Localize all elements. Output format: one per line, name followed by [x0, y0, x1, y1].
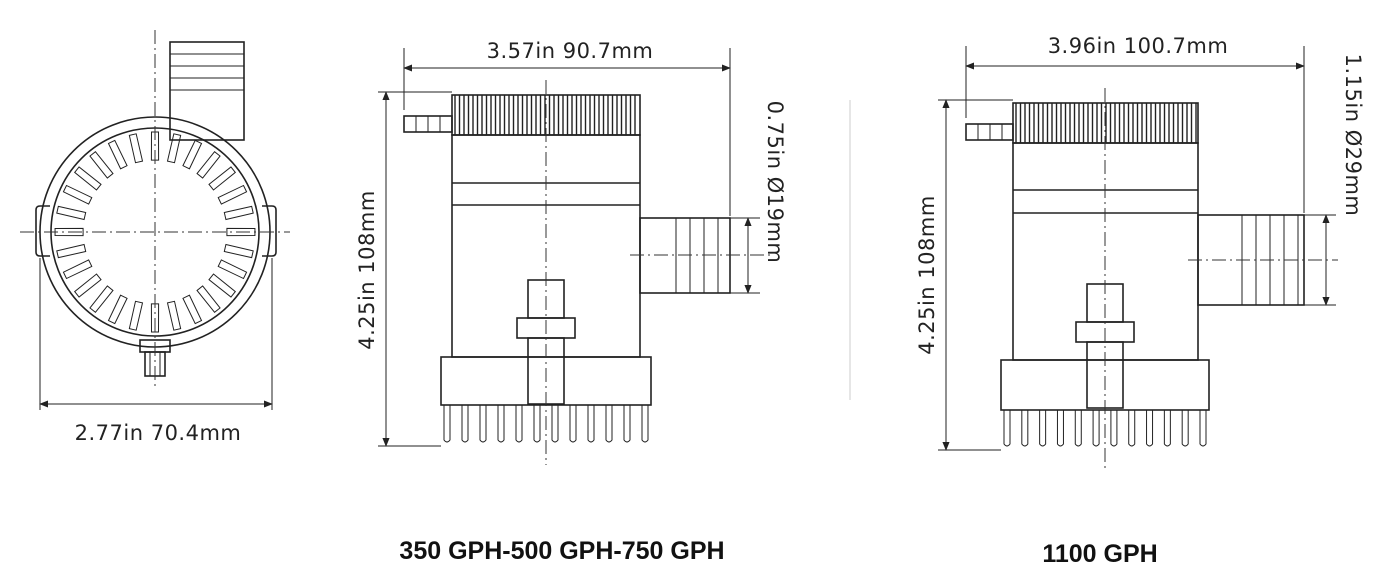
base-leg: [533, 405, 541, 443]
radial-slot: [223, 243, 254, 259]
radial-slot: [166, 300, 182, 331]
radial-slot: [208, 273, 237, 298]
radial-slot: [107, 139, 128, 170]
base-leg: [1199, 410, 1207, 447]
radial-slot: [223, 205, 254, 221]
pump-small-width-label: 3.57in 90.7mm: [487, 39, 654, 63]
base-leg: [1092, 410, 1100, 447]
pump-small-caption: 350 GPH-500 GPH-750 GPH: [399, 537, 724, 565]
top-view-right-tab: [262, 205, 277, 257]
radial-slot: [62, 259, 93, 280]
base-leg: [1003, 410, 1011, 447]
pump-large-outlet-label: 1.15in Ø29mm: [1341, 54, 1365, 217]
radial-slot: [150, 303, 160, 333]
base-leg: [1056, 410, 1064, 447]
base-leg: [551, 405, 559, 443]
radial-slot: [182, 294, 203, 325]
radial-slot: [62, 184, 93, 205]
base-leg: [515, 405, 523, 443]
radial-slot: [128, 133, 144, 164]
base-leg: [1181, 410, 1189, 447]
top-view-width-label: 2.77in 70.4mm: [75, 421, 242, 445]
top-view-outlet-tube: [169, 41, 245, 141]
base-leg: [569, 405, 577, 443]
radial-slot: [196, 285, 221, 314]
base-leg: [1021, 410, 1029, 447]
top-view-left-tab: [35, 205, 50, 257]
base-leg: [1163, 410, 1171, 447]
base-leg: [623, 405, 631, 443]
base-leg: [1110, 410, 1118, 447]
pump-small-height-label: 4.25in 108mm: [355, 190, 379, 350]
pump-large-wire-nipple: [965, 123, 1014, 141]
base-leg: [605, 405, 613, 443]
base-leg: [461, 405, 469, 443]
base-leg: [1074, 410, 1082, 447]
pump-large-caption: 1100 GPH: [1042, 540, 1157, 568]
base-leg: [1039, 410, 1047, 447]
radial-slot: [56, 243, 87, 259]
radial-slot: [150, 131, 160, 161]
radial-slot: [107, 294, 128, 325]
radial-slot: [73, 166, 102, 191]
base-leg: [587, 405, 595, 443]
radial-slot: [54, 227, 84, 237]
radial-slot: [56, 205, 87, 221]
pump-small-outlet-label: 0.75in Ø19mm: [763, 101, 787, 264]
base-leg: [1146, 410, 1154, 447]
radial-slot: [166, 133, 182, 164]
radial-slot: [89, 150, 114, 179]
radial-slot: [217, 259, 248, 280]
radial-slot: [182, 139, 203, 170]
radial-slot: [217, 184, 248, 205]
pump-small-side-view: 3.57in 90.7mm 4.25in 108mm 0.75in Ø19mm …: [355, 39, 787, 565]
pump-large-side-view: 3.96in 100.7mm 4.25in 108mm 1.15in Ø29mm…: [915, 34, 1365, 568]
pump-large-height-label: 4.25in 108mm: [915, 195, 939, 355]
top-view-radial-slots: [54, 131, 256, 333]
pump-small-wire-nipple: [403, 115, 453, 133]
radial-slot: [128, 300, 144, 331]
base-leg: [641, 405, 649, 443]
base-leg: [1128, 410, 1136, 447]
radial-slot: [226, 227, 256, 237]
radial-slot: [89, 285, 114, 314]
radial-slot: [208, 166, 237, 191]
radial-slot: [73, 273, 102, 298]
base-leg: [479, 405, 487, 443]
base-leg: [497, 405, 505, 443]
radial-slot: [196, 150, 221, 179]
base-leg: [443, 405, 451, 443]
pump-large-width-label: 3.96in 100.7mm: [1048, 34, 1229, 58]
pump-top-view: 2.77in 70.4mm: [20, 30, 290, 445]
